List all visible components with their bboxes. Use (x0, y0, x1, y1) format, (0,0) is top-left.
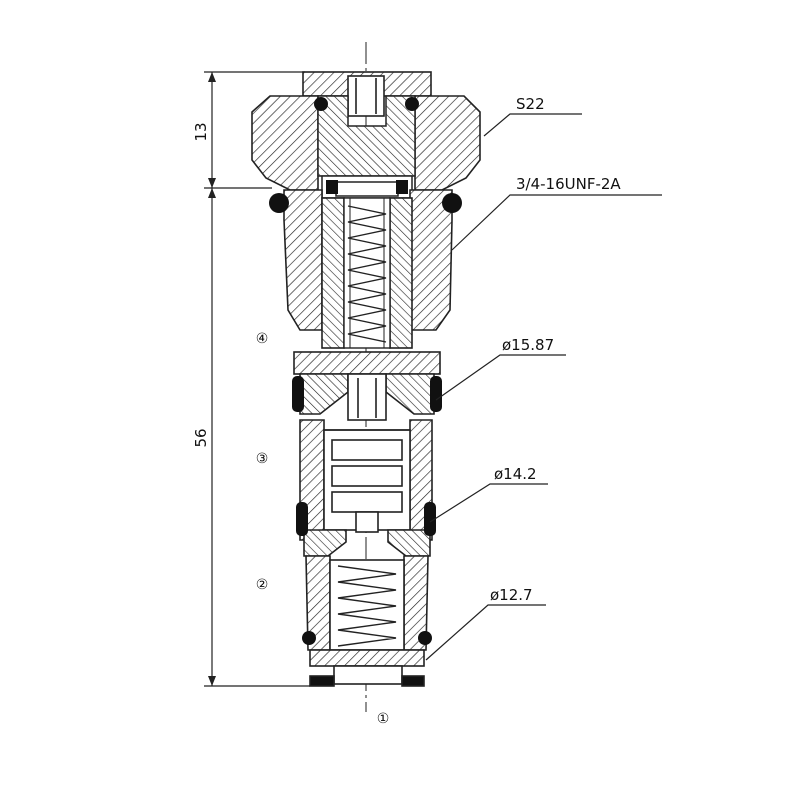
valve-seat-section (293, 351, 441, 421)
dimension-arrows (208, 72, 216, 686)
dimension-lines (204, 71, 310, 687)
callout-diameter-3: ø12.7 (490, 586, 533, 604)
callout-thread: 3/4-16UNF-2A (516, 175, 621, 193)
port-2: ② (256, 577, 269, 593)
adjust-cap (302, 71, 432, 117)
callout-diameter-2: ø14.2 (494, 465, 537, 483)
upper-spring (343, 197, 391, 349)
lower-spring (337, 565, 397, 647)
spool-section (299, 419, 433, 541)
leader-lines (425, 113, 662, 661)
o-rings-top (269, 97, 462, 213)
port-3: ③ (256, 451, 269, 467)
valve-body-upper (283, 189, 453, 349)
hex-nut (251, 95, 481, 191)
callout-hex-size: S22 (516, 95, 545, 113)
adjuster-screw (317, 95, 416, 199)
port-4: ④ (256, 331, 269, 347)
callout-diameter-1: ø15.87 (502, 336, 554, 354)
dimension-overall: 56 (192, 428, 210, 447)
bottom-end (309, 649, 425, 687)
o-rings-lower (292, 376, 442, 645)
dimension-top: 13 (192, 122, 210, 141)
port-1: ① (377, 711, 390, 727)
lower-seat (303, 529, 431, 557)
port-markers: ④ ③ ② ① (256, 331, 390, 727)
